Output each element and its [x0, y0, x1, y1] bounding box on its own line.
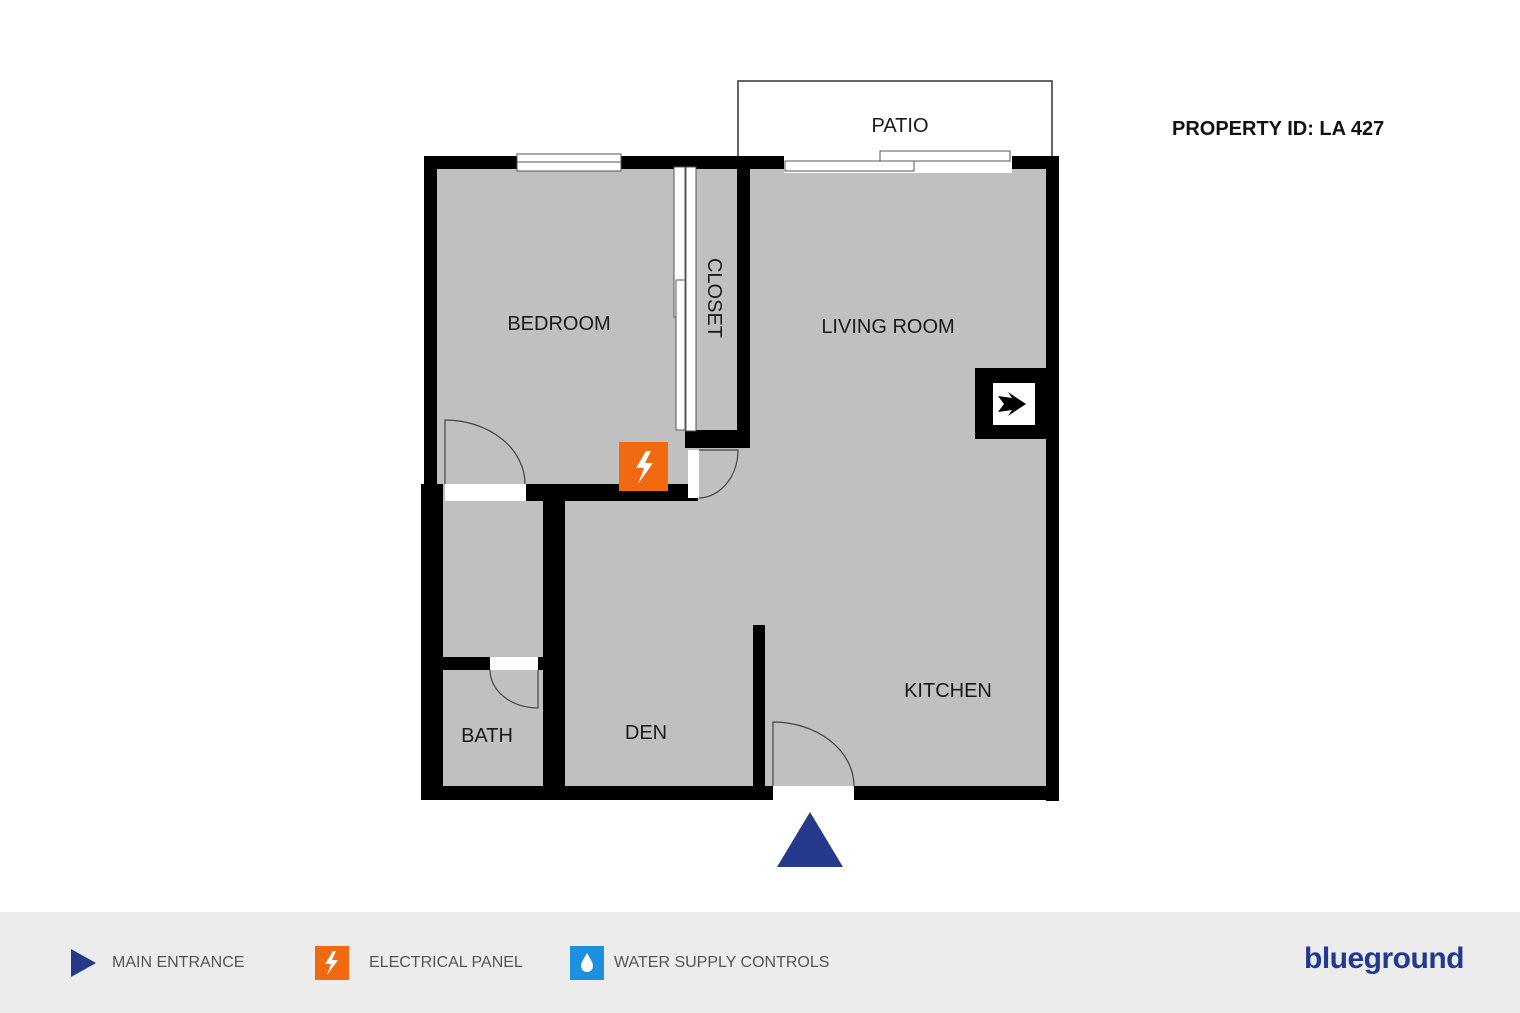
windows [445, 150, 1012, 800]
main-entrance-icon [66, 946, 100, 980]
property-id: PROPERTY ID: LA 427 [1172, 118, 1385, 140]
patio-outline [737, 80, 1053, 158]
water-supply-icon [570, 945, 604, 980]
closet-label: CLOSET [703, 258, 725, 338]
legend-water-supply-label: WATER SUPPLY CONTROLS [614, 953, 830, 971]
door-swings [444, 419, 855, 787]
closet-doors [673, 166, 697, 432]
legend-bar: MAIN ENTRANCE ELECTRICAL PANEL WATER SUP… [0, 912, 1520, 1013]
fireplace-icon [975, 368, 1046, 439]
kitchen-label: KITCHEN [904, 680, 992, 702]
electrical-panel-icon [619, 442, 668, 491]
bedroom-label: BEDROOM [507, 313, 610, 335]
patio-label: PATIO [871, 115, 928, 137]
bath-label: BATH [461, 725, 513, 747]
living-room-label: LIVING ROOM [821, 316, 954, 338]
legend-water-supply: WATER SUPPLY CONTROLS [570, 912, 829, 1013]
den-label: DEN [625, 722, 667, 744]
brand-logo: blueground [1304, 942, 1464, 975]
legend-electrical-panel-label: ELECTRICAL PANEL [369, 953, 523, 971]
floor-plan: PATIO BEDROOM CLOSET LIVING ROOM KITCHEN… [421, 80, 1059, 867]
electrical-panel-icon [315, 945, 349, 980]
legend-electrical-panel: ELECTRICAL PANEL [315, 912, 523, 1013]
main-entrance-marker [777, 812, 843, 867]
legend-main-entrance-label: MAIN ENTRANCE [112, 953, 245, 971]
legend-main-entrance: MAIN ENTRANCE [66, 912, 244, 1013]
